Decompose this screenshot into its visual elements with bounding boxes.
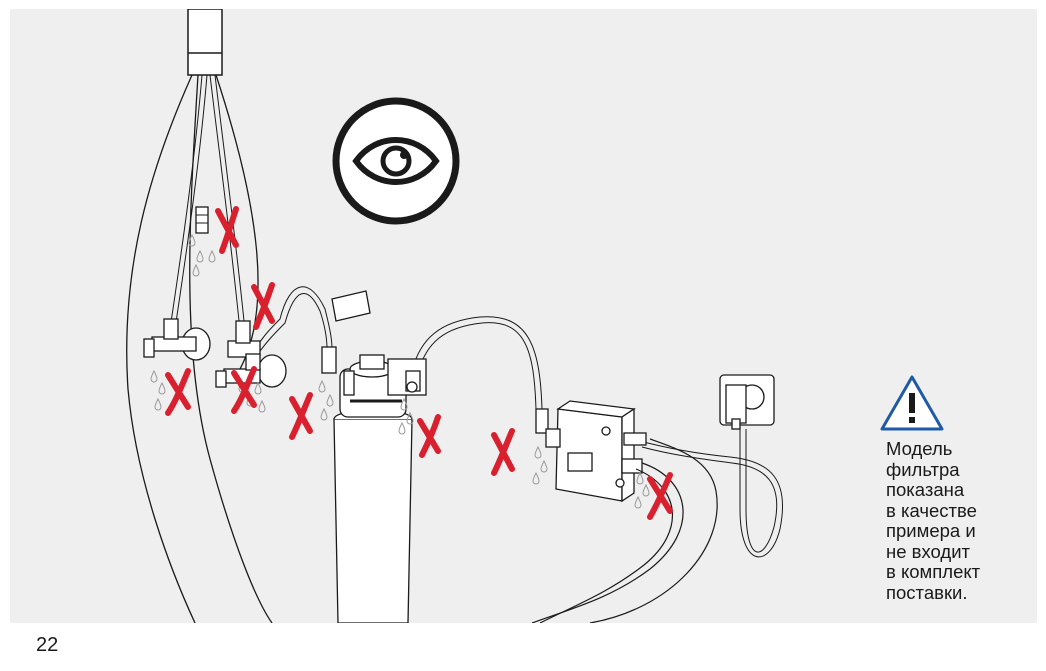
page-number: 22 (36, 634, 58, 657)
control-box (536, 401, 646, 501)
hose-tag (332, 291, 370, 321)
warning-triangle-icon (882, 377, 942, 429)
hose-connector (196, 207, 208, 233)
hose-fitting-left (322, 347, 336, 373)
red-cross-icon (420, 417, 438, 455)
note-line: примера и (886, 521, 1036, 542)
installation-illustration (10, 9, 1037, 623)
disclaimer-note: Модель фильтра показана в качестве приме… (886, 439, 1036, 603)
illustration-panel: Модель фильтра показана в качестве приме… (10, 9, 1037, 623)
faucet-pipe (188, 9, 222, 75)
red-cross-icon (494, 431, 512, 473)
angle-valve-left (144, 319, 210, 360)
filter-cartridge (334, 355, 426, 623)
note-line: показана (886, 480, 1036, 501)
note-line: поставки. (886, 583, 1036, 604)
eye-icon (336, 101, 456, 221)
red-cross-icon (650, 475, 670, 517)
note-line: в качестве (886, 501, 1036, 522)
note-line: фильтра (886, 460, 1036, 481)
note-line: в комплект (886, 562, 1036, 583)
red-cross-icon (168, 371, 188, 413)
note-line: Модель (886, 439, 1036, 460)
note-line: не входит (886, 542, 1036, 563)
red-cross-icon (292, 395, 310, 437)
power-socket (720, 375, 774, 429)
